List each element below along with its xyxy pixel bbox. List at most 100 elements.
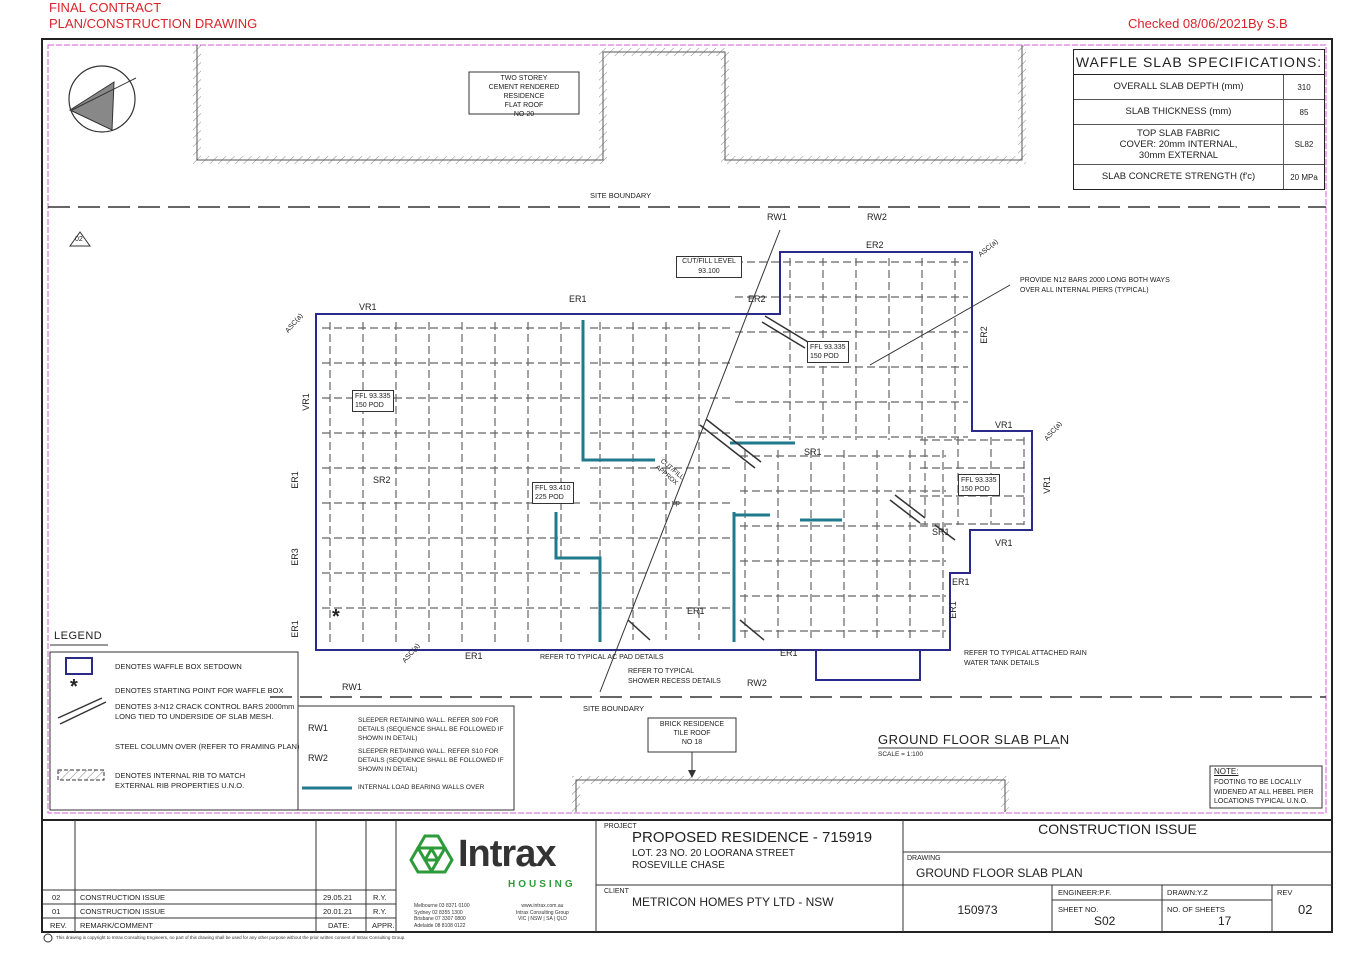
tag-rw1-bottom: RW1 — [342, 682, 362, 692]
spec-label: TOP SLAB FABRIC COVER: 20mm INTERNAL, 30… — [1074, 125, 1284, 164]
rev-remark: CONSTRUCTION ISSUE — [80, 893, 166, 902]
tag-rw2-bottom: RW2 — [747, 678, 767, 688]
job-number: 150973 — [957, 903, 998, 917]
tag-er1-right: ER1 — [952, 577, 970, 587]
note-footing-head: NOTE: — [1214, 767, 1239, 776]
revision-number: 02 — [1298, 902, 1313, 917]
site-boundary-top: SITE BOUNDARY — [590, 191, 652, 200]
rev-appr: R.Y. — [373, 907, 387, 916]
waffle-start-asterisk-icon: * — [332, 606, 340, 628]
sheet-count: 17 — [1218, 914, 1232, 928]
issue-title: CONSTRUCTION ISSUE — [1038, 821, 1197, 837]
waffle-grid — [322, 258, 1028, 645]
legend-load-wall: INTERNAL LOAD BEARING WALLS OVER — [358, 784, 485, 791]
tag-vr1-right: VR1 — [1041, 476, 1052, 494]
legend-item: STEEL COLUMN OVER (REFER TO FRAMING PLAN… — [115, 742, 300, 751]
cut-fill-level: CUT/FILL LEVEL 93.100 — [676, 256, 742, 278]
tag-er2-top: ER2 — [866, 240, 884, 250]
status-line-2: PLAN/CONSTRUCTION DRAWING — [49, 16, 258, 31]
spec-value: 310 — [1297, 82, 1311, 92]
tag-vr1-top: VR1 — [359, 302, 377, 312]
tag-sr1-right: SR1 — [932, 527, 950, 537]
legend-item: DENOTES WAFFLE BOX SETDOWN — [115, 662, 242, 671]
client-name: METRICON HOMES PTY LTD - NSW — [632, 895, 834, 909]
tag-er2-right: ER2 — [978, 326, 989, 344]
tag-rw2-top: RW2 — [867, 212, 887, 222]
spec-row: OVERALL SLAB DEPTH (mm) 310 — [1074, 75, 1324, 100]
drawing-title: GROUND FLOOR SLAB PLAN — [916, 866, 1083, 880]
project-label: PROJECT — [604, 823, 637, 830]
tag-up: up — [672, 500, 680, 507]
spec-value: SL82 — [1294, 140, 1314, 149]
north-arrow-icon — [68, 65, 137, 133]
spec-value: 20 MPa — [1290, 172, 1318, 182]
rev-head-date: DATE: — [328, 921, 350, 930]
intrax-logo-icon — [409, 834, 454, 874]
neighbour-top-label: TWO STOREY CEMENT RENDERED RESIDENCE FLA… — [488, 75, 560, 118]
spec-row: SLAB THICKNESS (mm) 85 — [1074, 100, 1324, 125]
engineer: ENGINEER:P.F. — [1058, 888, 1112, 897]
site-boundary-bottom: SITE BOUNDARY — [583, 704, 645, 713]
rev-date: 29.05.21 — [323, 893, 353, 902]
spec-label: SLAB THICKNESS (mm) — [1074, 100, 1284, 124]
tag-rw1-top: RW1 — [767, 212, 787, 222]
legend-rw1-text: SLEEPER RETAINING WALL. REFER S09 FOR DE… — [358, 717, 504, 742]
rev-num: 01 — [52, 907, 61, 916]
specs-title: WAFFLE SLAB SPECIFICATIONS: — [1074, 50, 1324, 75]
tag-sr1: SR1 — [804, 447, 822, 457]
asterisk-icon: * — [70, 676, 78, 698]
rev-head-remark: REMARK/COMMENT — [80, 921, 153, 930]
spec-row: TOP SLAB FABRIC COVER: 20mm INTERNAL, 30… — [1074, 125, 1324, 165]
spec-value: 85 — [1299, 107, 1309, 117]
rev-label: REV — [1277, 888, 1293, 897]
waffle-slab-specifications: WAFFLE SLAB SPECIFICATIONS: OVERALL SLAB… — [1073, 49, 1325, 190]
ffl-label-1: FFL 93.335 150 POD — [352, 390, 394, 412]
tag-er1-bottom-left: ER1 — [289, 620, 300, 638]
company-web: www.intrax.com.au Intrax Consulting Grou… — [516, 903, 569, 922]
drawing-label: DRAWING — [907, 855, 941, 862]
plan-title: GROUND FLOOR SLAB PLAN — [878, 732, 1070, 747]
tag-vr1-right-top: VR1 — [995, 420, 1013, 430]
legend-title: LEGEND — [54, 630, 103, 642]
sheet-label: SHEET NO. — [1058, 905, 1099, 914]
ref-02: 02 — [75, 236, 83, 243]
company-sub: HOUSING — [508, 879, 576, 890]
legend-item: DENOTES STARTING POINT FOR WAFFLE BOX — [115, 686, 284, 695]
tag-vr1-left: VR1 — [300, 393, 311, 411]
ffl-label-2: FFL 93.335 150 POD — [807, 341, 849, 363]
checked-stamp: Checked 08/06/2021By S.B — [1128, 16, 1288, 31]
project-title: PROPOSED RESIDENCE - 715919 — [632, 829, 873, 846]
note-shower: REFER TO TYPICAL SHOWER RECESS DETAILS — [628, 668, 721, 685]
sheet-border — [41, 38, 1333, 933]
rev-date: 20.01.21 — [323, 907, 353, 916]
ffl-label-3: FFL 93.410 225 POD — [532, 482, 574, 504]
tag-er2-mid: ER2 — [748, 294, 766, 304]
copyright: This drawing is copyright to Intrax Cons… — [56, 935, 406, 940]
project-address-1: LOT. 23 NO. 20 LOORANA STREET — [632, 848, 795, 859]
tag-er1-bottom-right: ER1 — [780, 648, 798, 658]
tag-er3-left: ER3 — [289, 548, 300, 566]
sheet-number: S02 — [1094, 914, 1116, 928]
rev-appr: R.Y. — [373, 893, 387, 902]
legend-rw2-code: RW2 — [308, 753, 328, 763]
tag-er1-stair: ER1 — [687, 606, 705, 616]
rev-remark: CONSTRUCTION ISSUE — [80, 907, 166, 916]
spec-label: SLAB CONCRETE STRENGTH (f'c) — [1074, 165, 1284, 189]
note-rain-tank: REFER TO TYPICAL ATTACHED RAIN WATER TAN… — [964, 650, 1087, 667]
legend-item: DENOTES 3-N12 CRACK CONTROL BARS 2000mm … — [115, 702, 295, 721]
drawn-by: DRAWN:Y.Z — [1167, 888, 1208, 897]
tag-vr1-right-bottom: VR1 — [995, 538, 1013, 548]
tag-er1-right-vert: ER1 — [947, 601, 958, 619]
company-name: Intrax — [458, 833, 556, 875]
rev-head-rev: REV. — [50, 921, 67, 930]
spec-label: OVERALL SLAB DEPTH (mm) — [1074, 75, 1284, 99]
note-footing: FOOTING TO BE LOCALLY WIDENED AT ALL HEB… — [1214, 779, 1314, 805]
client-label: CLIENT — [604, 888, 629, 895]
project-address-2: ROSEVILLE CHASE — [632, 860, 725, 871]
status-line-1: FINAL CONTRACT — [49, 0, 162, 15]
ffl-label-4: FFL 93.335 150 POD — [958, 474, 1000, 496]
tag-er1-left: ER1 — [289, 471, 300, 489]
company-offices: Melbourne 03 8371 0100 Sydney 02 8355 13… — [414, 903, 470, 929]
neighbour-bottom-label: BRICK RESIDENCE TILE ROOF NO 18 — [659, 721, 725, 746]
tag-er1-bottom: ER1 — [465, 651, 483, 661]
